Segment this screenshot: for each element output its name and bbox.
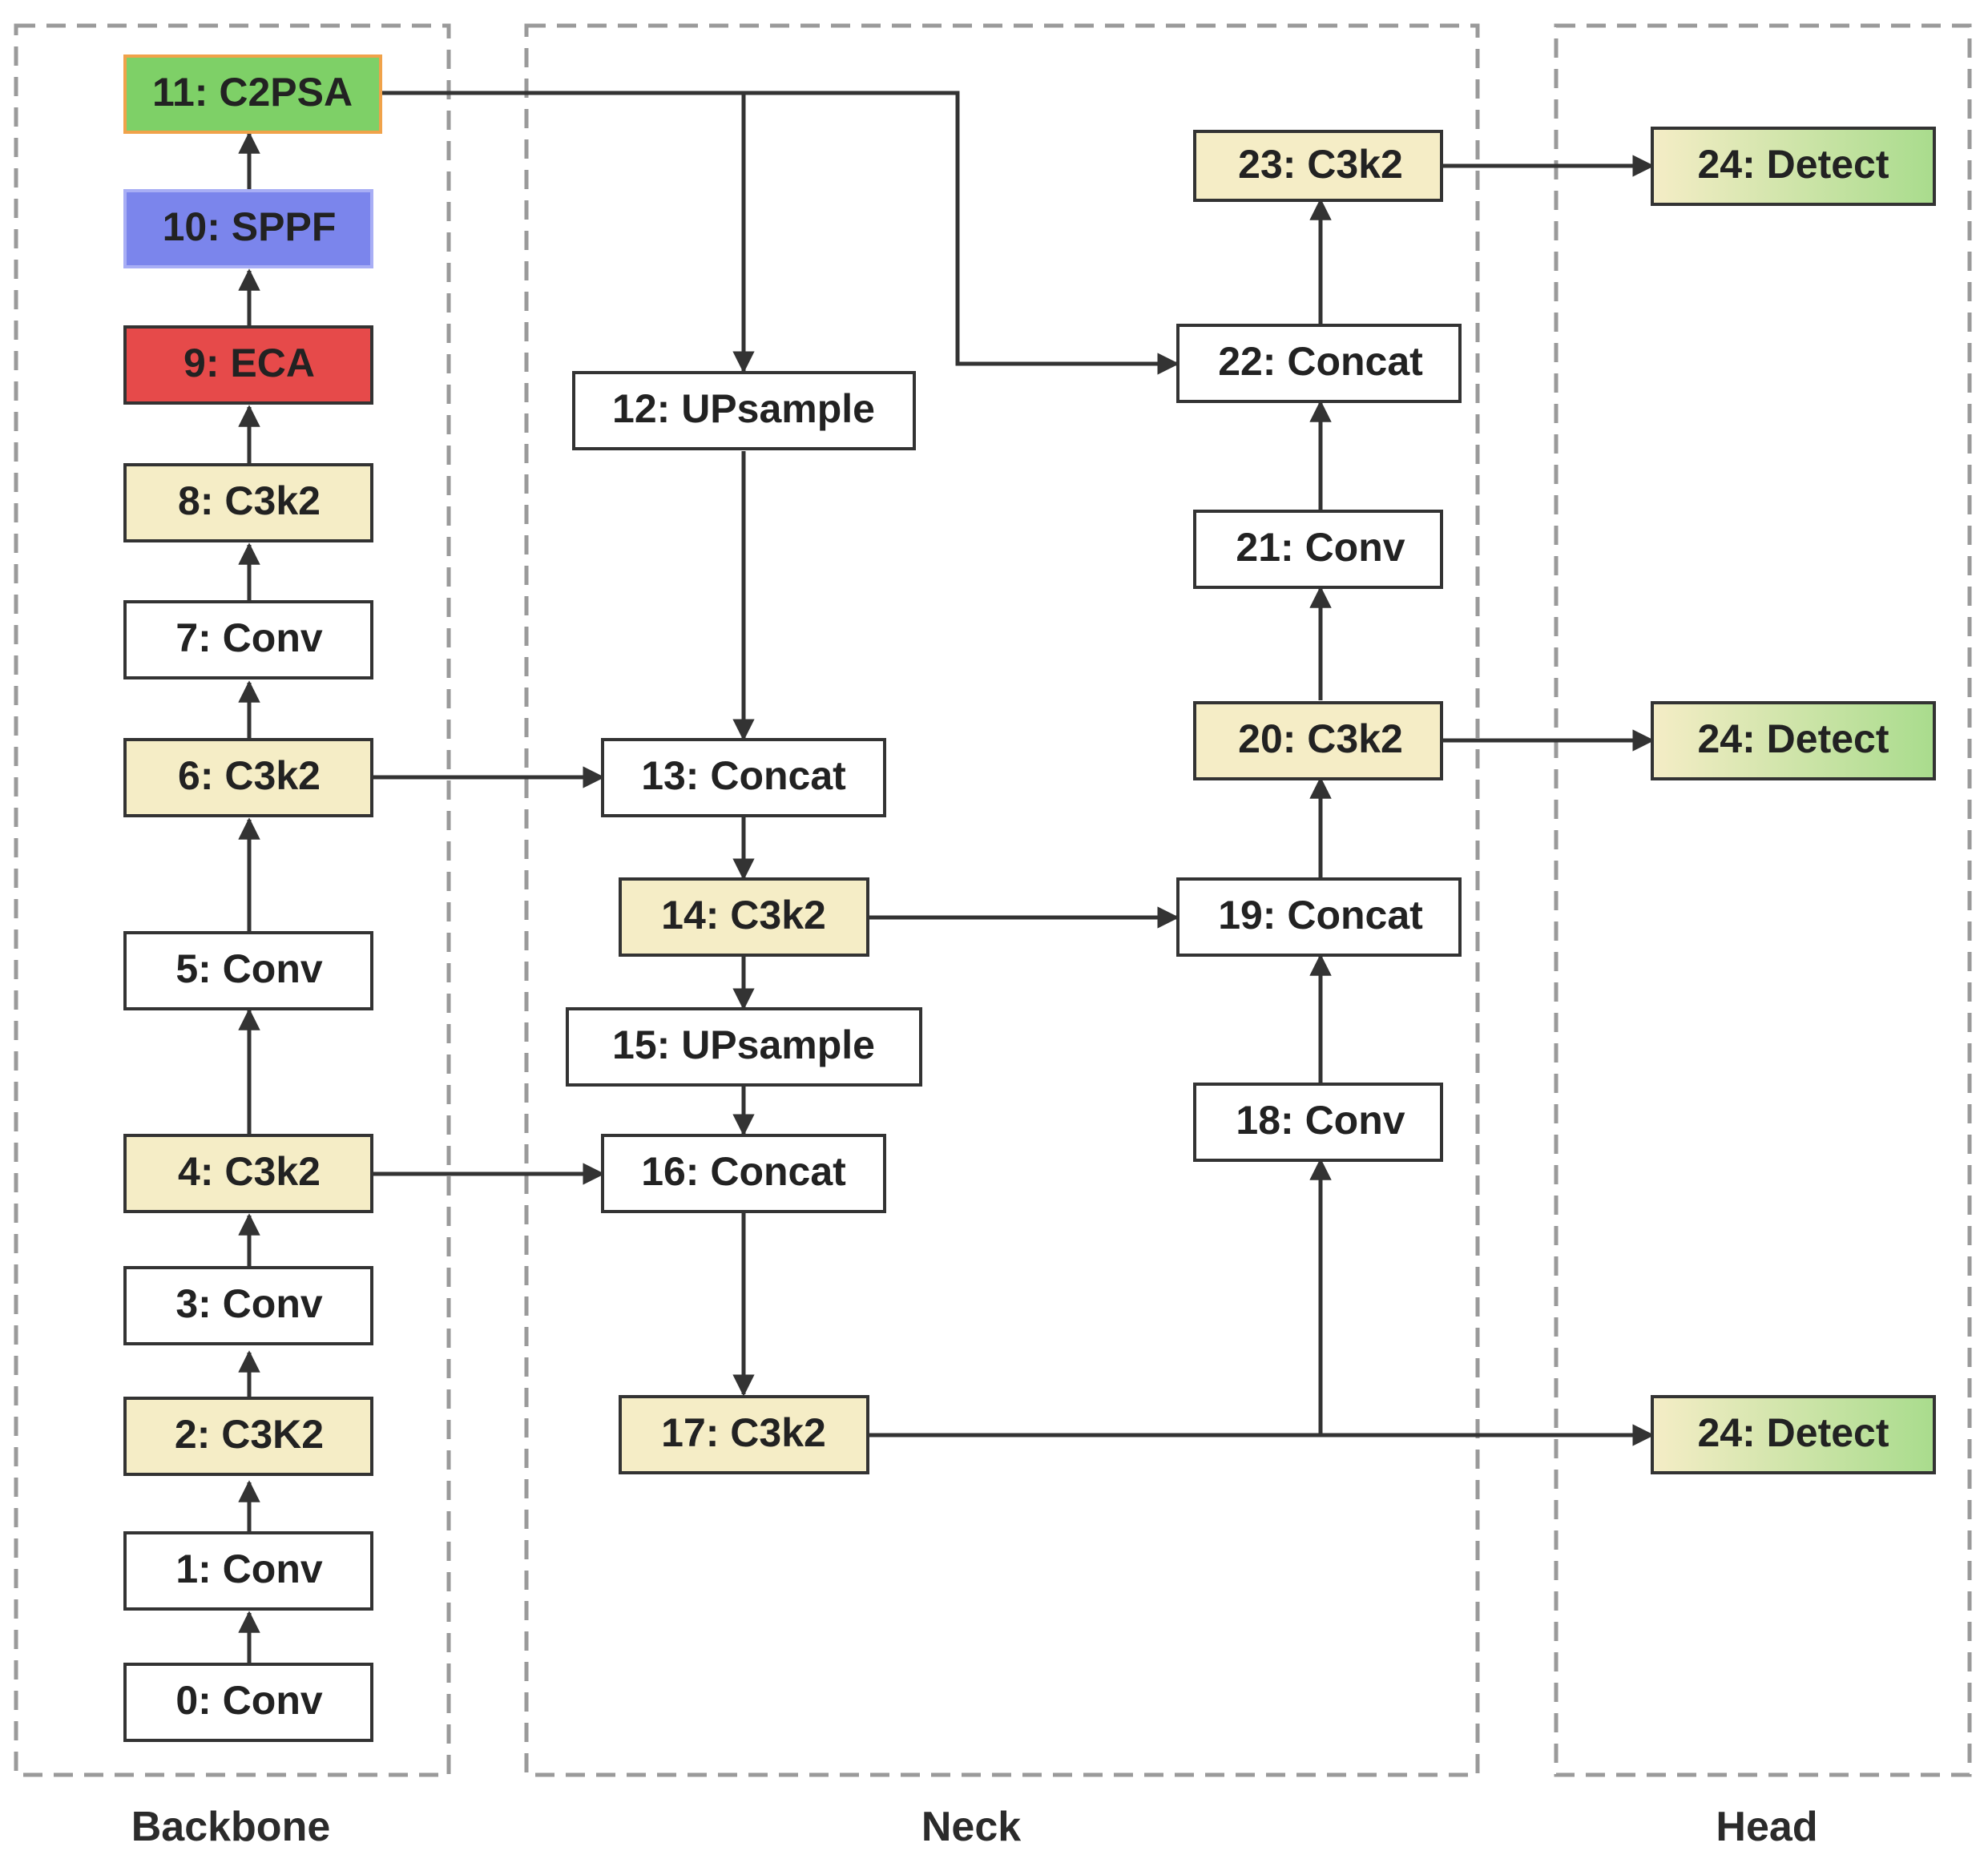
node-11-c2psa: 11: C2PSA	[123, 54, 382, 134]
node-8-label: 8: C3k2	[178, 478, 321, 523]
detect-bottom-label: 24: Detect	[1698, 1410, 1889, 1455]
detect-top-label: 24: Detect	[1698, 142, 1889, 187]
connectors	[238, 91, 1655, 1664]
node-6-label: 6: C3k2	[178, 753, 321, 798]
node-22-concat: 22: Concat	[1176, 324, 1462, 403]
node-7-conv: 7: Conv	[123, 600, 373, 679]
node-16-label: 16: Concat	[641, 1149, 846, 1194]
node-24-detect-mid: 24: Detect	[1651, 701, 1936, 780]
neck-frame	[524, 23, 1480, 1777]
node-23-label: 23: C3k2	[1238, 142, 1403, 187]
node-5-label: 5: Conv	[175, 946, 323, 991]
node-23-c3k2: 23: C3k2	[1193, 130, 1443, 202]
node-16-concat: 16: Concat	[601, 1134, 886, 1213]
node-13-concat: 13: Concat	[601, 738, 886, 817]
node-18-conv: 18: Conv	[1193, 1083, 1443, 1162]
node-17-c3k2: 17: C3k2	[619, 1395, 869, 1474]
node-24-detect-top: 24: Detect	[1651, 127, 1936, 206]
node-5-conv: 5: Conv	[123, 931, 373, 1010]
node-22-label: 22: Concat	[1218, 339, 1423, 384]
node-8-c3k2: 8: C3k2	[123, 463, 373, 542]
node-9-label: 9: ECA	[183, 341, 315, 385]
node-0-label: 0: Conv	[175, 1678, 323, 1723]
node-7-label: 7: Conv	[175, 615, 323, 660]
node-21-conv: 21: Conv	[1193, 510, 1443, 589]
section-label-head: Head	[1716, 1804, 1817, 1850]
node-14-c3k2: 14: C3k2	[619, 877, 869, 957]
node-20-c3k2: 20: C3k2	[1193, 701, 1443, 780]
node-20-label: 20: C3k2	[1238, 716, 1403, 761]
node-24-detect-bottom: 24: Detect	[1651, 1395, 1936, 1474]
node-0-conv: 0: Conv	[123, 1663, 373, 1742]
node-3-label: 3: Conv	[175, 1281, 323, 1326]
node-11-label: 11: C2PSA	[152, 70, 353, 115]
node-21-label: 21: Conv	[1236, 525, 1405, 570]
node-14-label: 14: C3k2	[661, 893, 826, 938]
node-12-upsample: 12: UPsample	[572, 371, 916, 450]
node-19-concat: 19: Concat	[1176, 877, 1462, 957]
node-10-sppf: 10: SPPF	[123, 189, 373, 268]
section-label-backbone: Backbone	[131, 1804, 331, 1850]
node-15-label: 15: UPsample	[612, 1022, 875, 1067]
nodes: 0: Conv 1: Conv 2: C3K2 3: Conv 4: C3k2 …	[123, 54, 1936, 1742]
node-4-label: 4: C3k2	[178, 1149, 321, 1194]
node-4-c3k2: 4: C3k2	[123, 1134, 373, 1213]
node-9-eca: 9: ECA	[123, 325, 373, 405]
edge-11-22	[744, 91, 1179, 375]
node-17-label: 17: C3k2	[661, 1410, 826, 1455]
node-2-label: 2: C3K2	[175, 1412, 324, 1457]
node-15-upsample: 15: UPsample	[566, 1007, 922, 1087]
head-frame	[1554, 23, 1972, 1777]
node-12-label: 12: UPsample	[612, 386, 875, 431]
section-label-neck: Neck	[921, 1804, 1021, 1850]
node-2-c3k2: 2: C3K2	[123, 1397, 373, 1476]
node-19-label: 19: Concat	[1218, 893, 1423, 938]
node-13-label: 13: Concat	[641, 753, 846, 798]
node-10-label: 10: SPPF	[163, 204, 337, 249]
node-18-label: 18: Conv	[1236, 1098, 1405, 1143]
node-1-label: 1: Conv	[175, 1546, 323, 1591]
node-3-conv: 3: Conv	[123, 1266, 373, 1345]
node-6-c3k2: 6: C3k2	[123, 738, 373, 817]
node-1-conv: 1: Conv	[123, 1531, 373, 1611]
edge-11-12	[381, 91, 755, 373]
backbone-frame	[14, 23, 451, 1777]
detect-mid-label: 24: Detect	[1698, 716, 1889, 761]
